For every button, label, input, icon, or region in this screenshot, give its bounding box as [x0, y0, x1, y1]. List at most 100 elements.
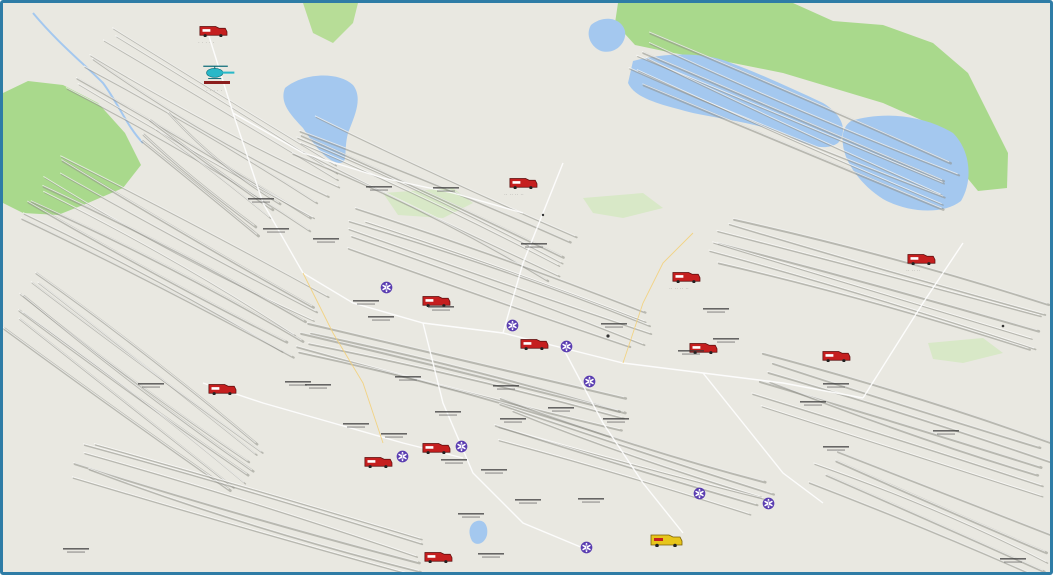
ridge-shadow — [709, 250, 1037, 351]
forest-area-north — [303, 3, 358, 43]
label-mark — [395, 376, 421, 378]
ridge-shadow — [512, 410, 763, 499]
label-mark — [142, 386, 160, 388]
ridge-highlight — [91, 57, 328, 196]
ridge-shadow — [771, 362, 1042, 450]
ridge-shadow — [649, 42, 961, 177]
lake-north-small — [588, 18, 626, 52]
svg-text:.. .. .. ..: .. .. .. .. — [504, 192, 524, 196]
ridge-shadow — [769, 381, 1040, 477]
ridge-shadow — [348, 220, 651, 328]
river-northwest — [32, 12, 144, 144]
ridge-shadow — [300, 134, 565, 259]
label-mark — [607, 421, 625, 423]
ridge-highlight — [42, 184, 305, 321]
label-mark — [703, 308, 729, 310]
label-mark — [428, 306, 454, 308]
label-mark — [519, 502, 537, 504]
svg-text:. . . . .: . . . . . — [206, 88, 222, 92]
ridge-highlight — [347, 246, 629, 346]
label-mark — [823, 446, 849, 448]
ridge-shadow — [629, 67, 946, 199]
label-mark — [493, 385, 519, 387]
label-mark — [682, 353, 700, 355]
forest-area-west — [3, 81, 141, 215]
svg-text:. . . . .: . . . . . — [198, 40, 214, 44]
label-mark — [372, 319, 390, 321]
ridge-shadow — [297, 137, 564, 265]
ridge-shadow — [752, 393, 1044, 488]
ridge-highlight — [299, 129, 570, 242]
star-of-life-icon[interactable] — [560, 340, 573, 353]
label-mark — [437, 190, 455, 192]
star-of-life-icon[interactable] — [396, 450, 409, 463]
ridge-shadow — [837, 450, 1050, 536]
label-mark — [441, 459, 467, 461]
ridge-highlight — [27, 200, 286, 342]
ridge-highlight — [73, 461, 419, 563]
ridge-highlight — [309, 331, 625, 412]
ridge-highlight — [30, 281, 262, 452]
ridge-shadow — [31, 200, 305, 343]
label-mark — [63, 548, 89, 550]
label-mark — [439, 414, 457, 416]
ridge-highlight — [641, 51, 943, 181]
label-mark — [500, 418, 526, 420]
label-mark — [481, 469, 507, 471]
road-minor — [302, 232, 694, 444]
label-mark — [521, 243, 547, 245]
ridge-highlight — [808, 481, 1030, 572]
ridge-shadow — [814, 463, 1049, 564]
ridge-highlight — [835, 459, 1046, 552]
helicopter-marker: . . . . . — [202, 65, 236, 92]
star-of-life-icon[interactable] — [762, 497, 775, 510]
star-of-life-icon[interactable] — [506, 319, 519, 332]
star-of-life-icon[interactable] — [455, 440, 468, 453]
label-mark — [263, 228, 289, 230]
ridge-shadow — [84, 66, 319, 205]
ridge-highlight — [708, 249, 1035, 349]
star-of-life-icon[interactable] — [583, 375, 596, 388]
label-mark — [432, 309, 450, 311]
ridge-highlight — [642, 83, 942, 209]
map-canvas[interactable]: . . . . . .. .. .. .. .. .. .. .. .. .. … — [3, 3, 1050, 572]
ridge-shadow — [649, 32, 952, 165]
ridge-shadow — [499, 397, 767, 484]
star-of-life-icon[interactable] — [693, 487, 706, 500]
ridge-highlight — [83, 65, 317, 203]
ridge-highlight — [761, 351, 1050, 443]
ridge-highlight — [813, 462, 1047, 563]
ridge-shadow — [835, 459, 1048, 555]
ridge-highlight — [299, 141, 559, 266]
road-network — [202, 32, 964, 549]
ridge-highlight — [3, 327, 230, 490]
label-mark — [605, 326, 623, 328]
ridge-shadow — [717, 242, 1041, 333]
label-mark — [504, 421, 522, 423]
label-mark — [1000, 558, 1026, 560]
ridge-highlight — [649, 31, 950, 163]
label-mark — [347, 426, 365, 428]
label-mark — [435, 411, 461, 413]
ridge-highlight — [347, 227, 651, 334]
ridge-shadow — [308, 343, 625, 420]
label-mark — [1004, 561, 1022, 563]
ridge-highlight — [307, 342, 623, 418]
label-mark — [515, 499, 541, 501]
star-of-life-icon[interactable] — [580, 541, 593, 554]
ridge-highlight — [30, 200, 302, 341]
label-mark — [381, 433, 407, 435]
label-mark — [601, 323, 627, 325]
ridge-shadow — [44, 192, 297, 337]
svg-text:.. .. ..: .. .. .. — [906, 268, 921, 272]
star-of-life-icon[interactable] — [380, 281, 393, 294]
ridge-highlight — [18, 317, 233, 487]
label-mark — [497, 388, 515, 390]
ridge-shadow — [83, 444, 424, 546]
ridge-shadow — [642, 51, 945, 183]
label-mark — [458, 513, 484, 515]
ridge-shadow — [103, 40, 339, 182]
ridge-highlight — [89, 53, 339, 187]
label-mark — [485, 472, 503, 474]
label-mark — [317, 241, 335, 243]
